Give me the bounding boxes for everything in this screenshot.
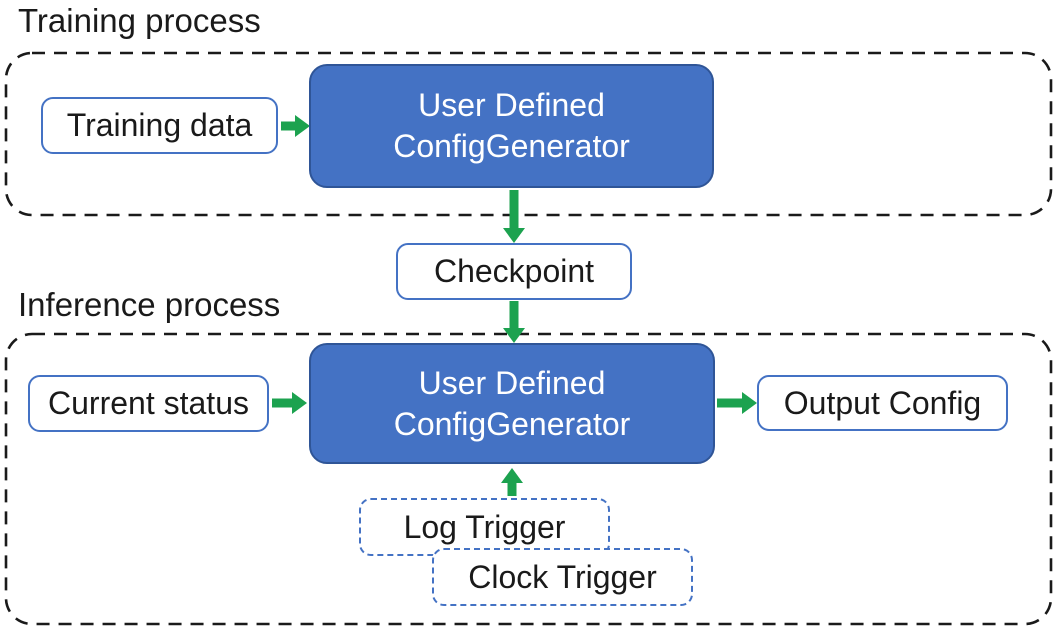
node-log-trigger-label: Log Trigger [403, 508, 566, 545]
node-output-config-label: Output Config [783, 384, 982, 421]
node-inference-config-generator-line1: User Defined [418, 364, 606, 401]
arrow-generator-to-output-config-icon [717, 392, 757, 414]
node-output-config: Output Config [757, 375, 1008, 431]
node-training-data-label: Training data [66, 107, 253, 144]
training-process-title: Training process [18, 2, 261, 39]
node-training-config-generator-line1: User Defined [418, 87, 605, 124]
arrow-training-data-to-generator-icon [281, 115, 310, 137]
arrow-current-status-to-generator-icon [272, 392, 307, 414]
node-checkpoint-label: Checkpoint [433, 253, 595, 290]
node-clock-trigger: Clock Trigger [432, 548, 693, 606]
arrow-checkpoint-to-generator-icon [503, 301, 525, 343]
node-current-status-label: Current status [48, 385, 249, 422]
arrow-generator-to-checkpoint-icon [503, 190, 525, 243]
arrow-triggers-to-generator-icon [501, 468, 523, 496]
node-inference-config-generator-line2: ConfigGenerator [393, 405, 631, 442]
node-training-config-generator-line2: ConfigGenerator [393, 128, 630, 164]
node-checkpoint: Checkpoint [396, 243, 632, 300]
node-inference-config-generator: User Defined ConfigGenerator [309, 343, 715, 464]
node-training-data: Training data [41, 97, 278, 154]
node-training-config-generator: User Defined ConfigGenerator [309, 64, 714, 188]
node-clock-trigger-label: Clock Trigger [468, 558, 657, 595]
node-current-status: Current status [28, 375, 269, 432]
inference-process-title: Inference process [18, 286, 281, 323]
